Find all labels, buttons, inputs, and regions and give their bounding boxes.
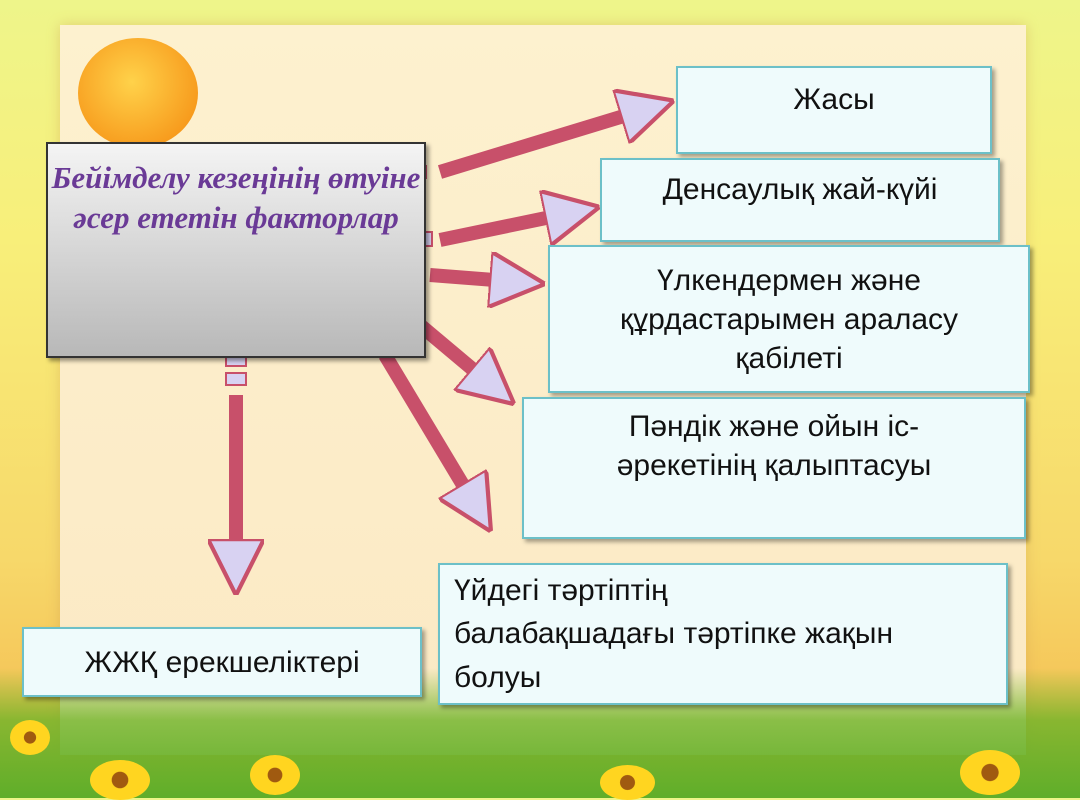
arrow-to-health — [438, 212, 575, 247]
factor-label: Үйдегі тәртіптің балабақшадағы тәртіпке … — [454, 573, 894, 694]
flower-decoration — [960, 750, 1020, 795]
factor-label: Жасы — [793, 83, 875, 116]
sun-cartoon-decoration — [78, 38, 198, 148]
main-topic-box: Бейімделу кезеңінің өтуіне әсер ететін ф… — [46, 142, 426, 358]
factor-label: Үлкендермен және құрдастарымен араласу қ… — [619, 263, 959, 375]
flower-decoration — [10, 720, 50, 755]
flower-decoration — [90, 760, 150, 800]
factor-label: Денсаулық жай-күйі — [662, 173, 938, 206]
factor-box-communication: Үлкендермен және құрдастарымен араласу қ… — [548, 245, 1030, 393]
arrow-to-activity — [415, 319, 495, 388]
factor-box-cns: ЖЖҚ ерекшеліктері — [22, 627, 422, 697]
factor-box-activity: Пәндік және ойын іс-әрекетінің қалыптасу… — [522, 397, 1026, 539]
arrow-to-routine — [378, 351, 478, 510]
arrow-to-age — [437, 108, 650, 179]
factor-box-health: Денсаулық жай-күйі — [600, 158, 1000, 242]
flower-decoration — [250, 755, 300, 795]
flower-decoration — [600, 765, 655, 800]
arrow-dash — [225, 372, 247, 386]
arrow-to-communication — [429, 275, 520, 282]
factor-label: Пәндік және ойын іс-әрекетінің қалыптасу… — [616, 410, 932, 482]
factor-label: ЖЖҚ ерекшеліктері — [84, 645, 360, 679]
factor-box-routine: Үйдегі тәртіптің балабақшадағы тәртіпке … — [438, 563, 1008, 705]
main-topic-title: Бейімделу кезеңінің өтуіне әсер ететін ф… — [51, 160, 421, 236]
factor-box-age: Жасы — [676, 66, 992, 154]
